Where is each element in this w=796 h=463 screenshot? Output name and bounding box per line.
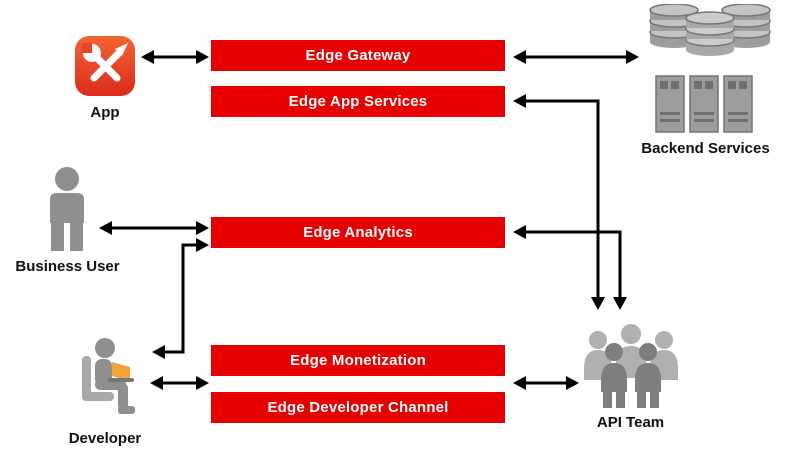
- developer-person-laptop-icon: [82, 338, 135, 414]
- arrow-developer-analytics: [152, 238, 209, 359]
- box-edge-monetization: Edge Monetization: [211, 345, 505, 376]
- backend-databases-servers-icon: [649, 4, 771, 133]
- app-tools-icon: [75, 36, 135, 96]
- box-edge-app-services: Edge App Services: [211, 86, 505, 117]
- developer-label: Developer: [68, 430, 142, 447]
- arrow-developer-monetization: [150, 376, 209, 390]
- box-edge-gateway: Edge Gateway: [211, 40, 505, 71]
- api-team-label: API Team: [596, 414, 665, 431]
- api-team-people-group-icon: [584, 324, 678, 408]
- arrow-boxes-apiteam: [513, 376, 579, 390]
- database-stack-icon: [649, 4, 771, 56]
- server-towers-icon: [655, 75, 753, 133]
- box-edge-developer-channel: Edge Developer Channel: [211, 392, 505, 423]
- app-label: App: [90, 104, 120, 121]
- box-edge-analytics: Edge Analytics: [211, 217, 505, 248]
- business-user-label: Business User: [15, 258, 120, 275]
- business-user-person-icon: [50, 167, 84, 251]
- backend-services-label: Backend Services: [641, 140, 770, 157]
- arrow-analytics-apiteam: [513, 225, 627, 310]
- arrow-gateway-backend: [513, 50, 639, 64]
- arrow-businessuser-analytics: [99, 221, 209, 235]
- arrow-appservices-apiteam: [513, 94, 605, 310]
- arrow-app-gateway: [141, 50, 209, 64]
